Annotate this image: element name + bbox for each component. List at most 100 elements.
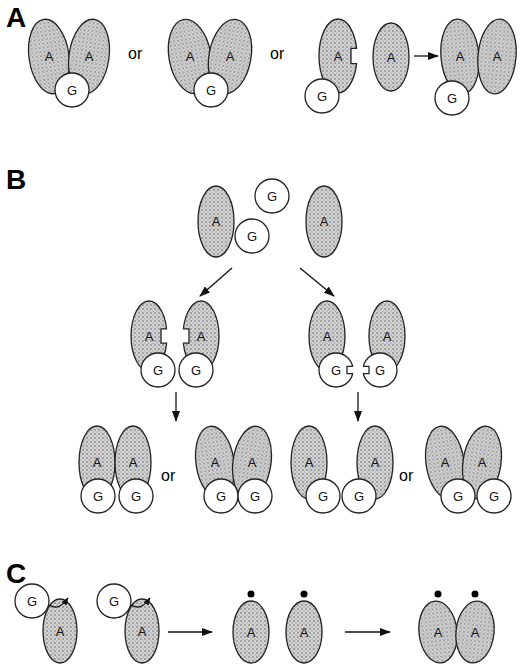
subunit-letter: A — [197, 330, 206, 343]
subunit-letter: A — [434, 626, 443, 639]
activation-arrow — [50, 598, 68, 607]
subunit-letter: G — [206, 84, 216, 97]
subunit-letter: A — [212, 215, 221, 228]
g-subunit: G — [362, 352, 398, 388]
process-arrow — [414, 55, 438, 56]
process-arrow — [357, 392, 358, 421]
g-subunit: G — [234, 218, 270, 254]
process-arrow — [168, 631, 212, 632]
subunit-letter: A — [186, 50, 195, 63]
a-subunit: A — [42, 598, 78, 664]
g-subunit: G — [96, 583, 132, 619]
g-subunit: G — [318, 352, 354, 388]
or-word: or — [128, 46, 142, 62]
process-arrow — [175, 392, 176, 421]
subunit-letter: G — [317, 90, 327, 103]
subunit-letter: A — [387, 51, 396, 64]
a-subunit: A — [477, 18, 517, 95]
subunit-letter: G — [153, 364, 163, 377]
subunit-letter: A — [145, 330, 154, 343]
subunit-letter: A — [247, 626, 256, 639]
subunit-letter: G — [375, 364, 385, 377]
subunit-letter: G — [250, 490, 260, 503]
subunit-letter: G — [331, 364, 341, 377]
a-subunit: A — [197, 185, 235, 258]
g-subunit: G — [80, 478, 116, 514]
phosphate-dot — [248, 591, 255, 598]
or-word: or — [161, 468, 175, 484]
g-subunit: G — [14, 583, 50, 619]
subunit-letter: A — [383, 330, 392, 343]
subunit-letter: G — [453, 490, 463, 503]
subunit-letter: G — [93, 490, 103, 503]
subunit-letter: A — [300, 626, 309, 639]
subunit-letter: A — [323, 330, 332, 343]
subunit-letter: A — [305, 456, 314, 469]
panel-letter: B — [6, 166, 26, 194]
subunit-letter: A — [45, 50, 54, 63]
g-subunit: G — [254, 178, 290, 214]
subunit-letter: A — [456, 50, 465, 63]
phosphate-dot — [472, 591, 479, 598]
subunit-letter: G — [489, 490, 499, 503]
g-subunit: G — [434, 80, 470, 116]
subunit-letter: G — [109, 595, 119, 608]
subunit-letter: A — [138, 625, 147, 638]
a-subunit: A — [455, 600, 495, 664]
subunit-letter: G — [191, 364, 201, 377]
a-subunit: A — [124, 598, 160, 664]
phosphate-dot — [301, 591, 308, 598]
g-subunit: G — [305, 478, 341, 514]
subunit-letter: G — [247, 230, 257, 243]
subunit-letter: A — [478, 456, 487, 469]
process-arrow — [345, 631, 390, 632]
subunit-letter: A — [129, 456, 138, 469]
g-subunit: G — [193, 72, 229, 108]
g-subunit: G — [304, 78, 340, 114]
panel-letter: C — [6, 560, 26, 588]
subunit-letter: A — [56, 625, 65, 638]
activation-arrow — [132, 598, 150, 607]
a-subunit: A — [418, 600, 458, 664]
subunit-letter: A — [441, 456, 450, 469]
a-subunit: A — [232, 600, 270, 664]
subunit-letter: A — [93, 456, 102, 469]
or-word: or — [399, 468, 413, 484]
g-subunit: G — [476, 478, 512, 514]
subunit-letter: A — [85, 50, 94, 63]
subunit-letter: G — [67, 84, 77, 97]
or-word: or — [270, 46, 284, 62]
g-subunit: G — [118, 478, 154, 514]
g-subunit: G — [341, 478, 377, 514]
subunit-letter: A — [334, 50, 343, 63]
subunit-letter: A — [371, 456, 380, 469]
panel-letter: A — [6, 4, 26, 32]
subunit-letter: A — [248, 456, 257, 469]
g-subunit: G — [203, 478, 239, 514]
subunit-letter: A — [211, 456, 220, 469]
subunit-letter: A — [320, 215, 329, 228]
subunit-letter: G — [27, 595, 37, 608]
subunit-letter: G — [318, 490, 328, 503]
subunit-letter: G — [354, 490, 364, 503]
subunit-letter: G — [447, 92, 457, 105]
subunit-letter: A — [493, 50, 502, 63]
subunit-letter: G — [216, 490, 226, 503]
g-subunit: G — [237, 478, 273, 514]
phosphate-dot — [435, 591, 442, 598]
g-subunit: G — [440, 478, 476, 514]
a-subunit: A — [305, 185, 343, 258]
subunit-letter: A — [471, 626, 480, 639]
process-arrow — [200, 268, 232, 296]
subunit-letter: G — [267, 190, 277, 203]
g-subunit: G — [54, 72, 90, 108]
a-subunit: A — [285, 600, 323, 664]
g-subunit: G — [140, 352, 176, 388]
g-subunit: G — [178, 352, 214, 388]
a-subunit: A — [372, 22, 410, 92]
subunit-letter: A — [226, 50, 235, 63]
subunit-letter: G — [131, 490, 141, 503]
process-arrow — [300, 268, 334, 296]
